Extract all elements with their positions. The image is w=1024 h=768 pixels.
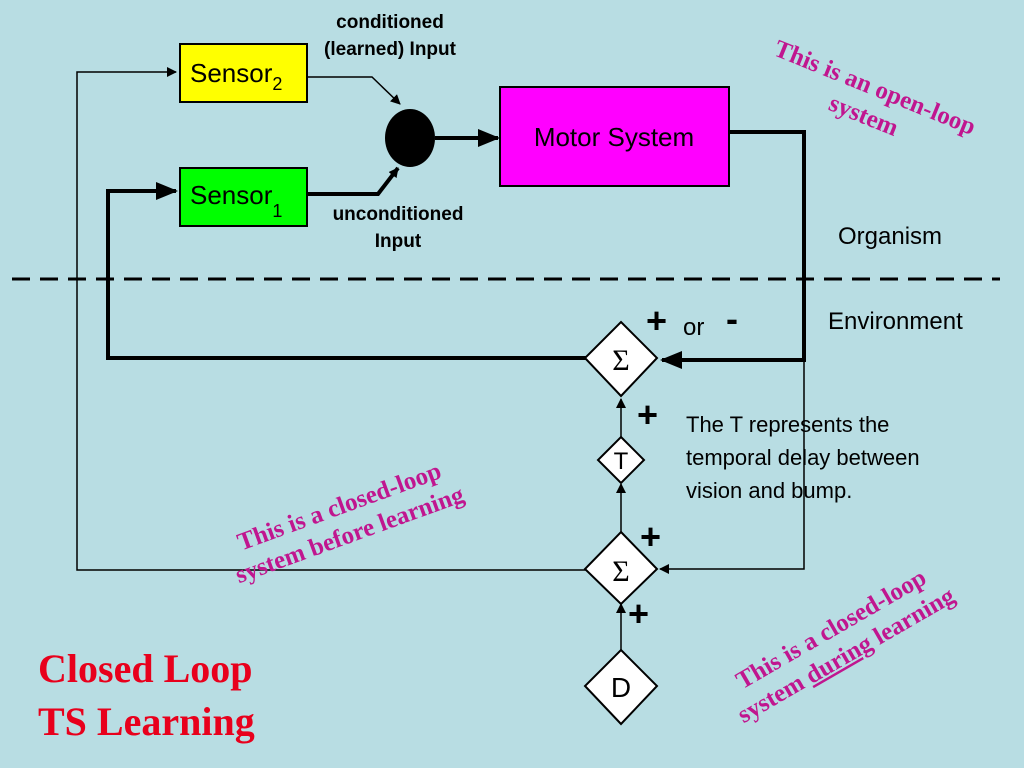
sensor1-label: Sensor1 <box>190 180 282 221</box>
title-line1: Closed Loop <box>38 646 253 691</box>
motor-system-box: Motor System <box>499 86 730 187</box>
motor-output-line <box>660 130 806 369</box>
plus-sign-above-t: + <box>637 394 658 435</box>
conditioned-input-label-line2: (learned) Input <box>324 39 457 60</box>
d-symbol: D <box>611 672 631 703</box>
sensor2-label: Sensor2 <box>190 58 282 94</box>
sum-top-node: Σ <box>583 320 659 398</box>
sensor2-box: Sensor2 <box>179 43 308 103</box>
delay-t-node: T <box>596 435 646 485</box>
open-loop-annotation: This is an open-loop system <box>770 35 979 142</box>
environment-label: Environment <box>828 308 963 335</box>
motor-to-bottom-sum-line <box>659 360 805 574</box>
delay-t-symbol: T <box>614 448 629 475</box>
learning-feedback-line <box>76 67 587 571</box>
sensor2-to-integrator-line <box>307 76 401 105</box>
t-note-line3: vision and bump. <box>686 478 852 503</box>
t-note-line1: The T represents the <box>686 412 889 437</box>
sum-bottom-node: Σ <box>583 530 659 606</box>
closed-loop-before-annotation: This is a closed-loop system before lear… <box>232 458 468 590</box>
or-label: or <box>683 314 704 341</box>
sensor1-text: Sensor <box>190 180 273 210</box>
sensor1-subscript: 1 <box>272 201 282 221</box>
sensor2-subscript: 2 <box>272 74 282 94</box>
unconditioned-input-label-line1: unconditioned <box>333 204 464 225</box>
minus-sign-top-right: - <box>726 298 738 339</box>
plus-sign-below-bottom-sum: + <box>628 593 649 634</box>
plus-sign-top-left: + <box>646 300 667 341</box>
integrator-node <box>385 109 435 167</box>
t-note-line2: temporal delay between <box>686 445 920 470</box>
d-node: D <box>583 648 659 726</box>
sensor1-to-integrator-line <box>307 166 400 196</box>
organism-label: Organism <box>838 223 942 250</box>
title-line2: TS Learning <box>38 699 255 744</box>
closed-loop-feedback-line <box>106 182 587 360</box>
sensor2-text: Sensor <box>190 58 273 88</box>
plus-sign-above-bottom-sum: + <box>640 516 661 557</box>
conditioned-input-label-line1: conditioned <box>336 12 444 33</box>
sum-top-symbol: Σ <box>612 344 629 377</box>
unconditioned-input-label-line2: Input <box>375 231 422 252</box>
motor-system-label: Motor System <box>534 122 694 152</box>
sensor1-box: Sensor1 <box>179 167 308 227</box>
closed-loop-during-annotation: This is a closed-loop system during lear… <box>732 564 960 728</box>
sum-bottom-symbol: Σ <box>612 555 629 588</box>
